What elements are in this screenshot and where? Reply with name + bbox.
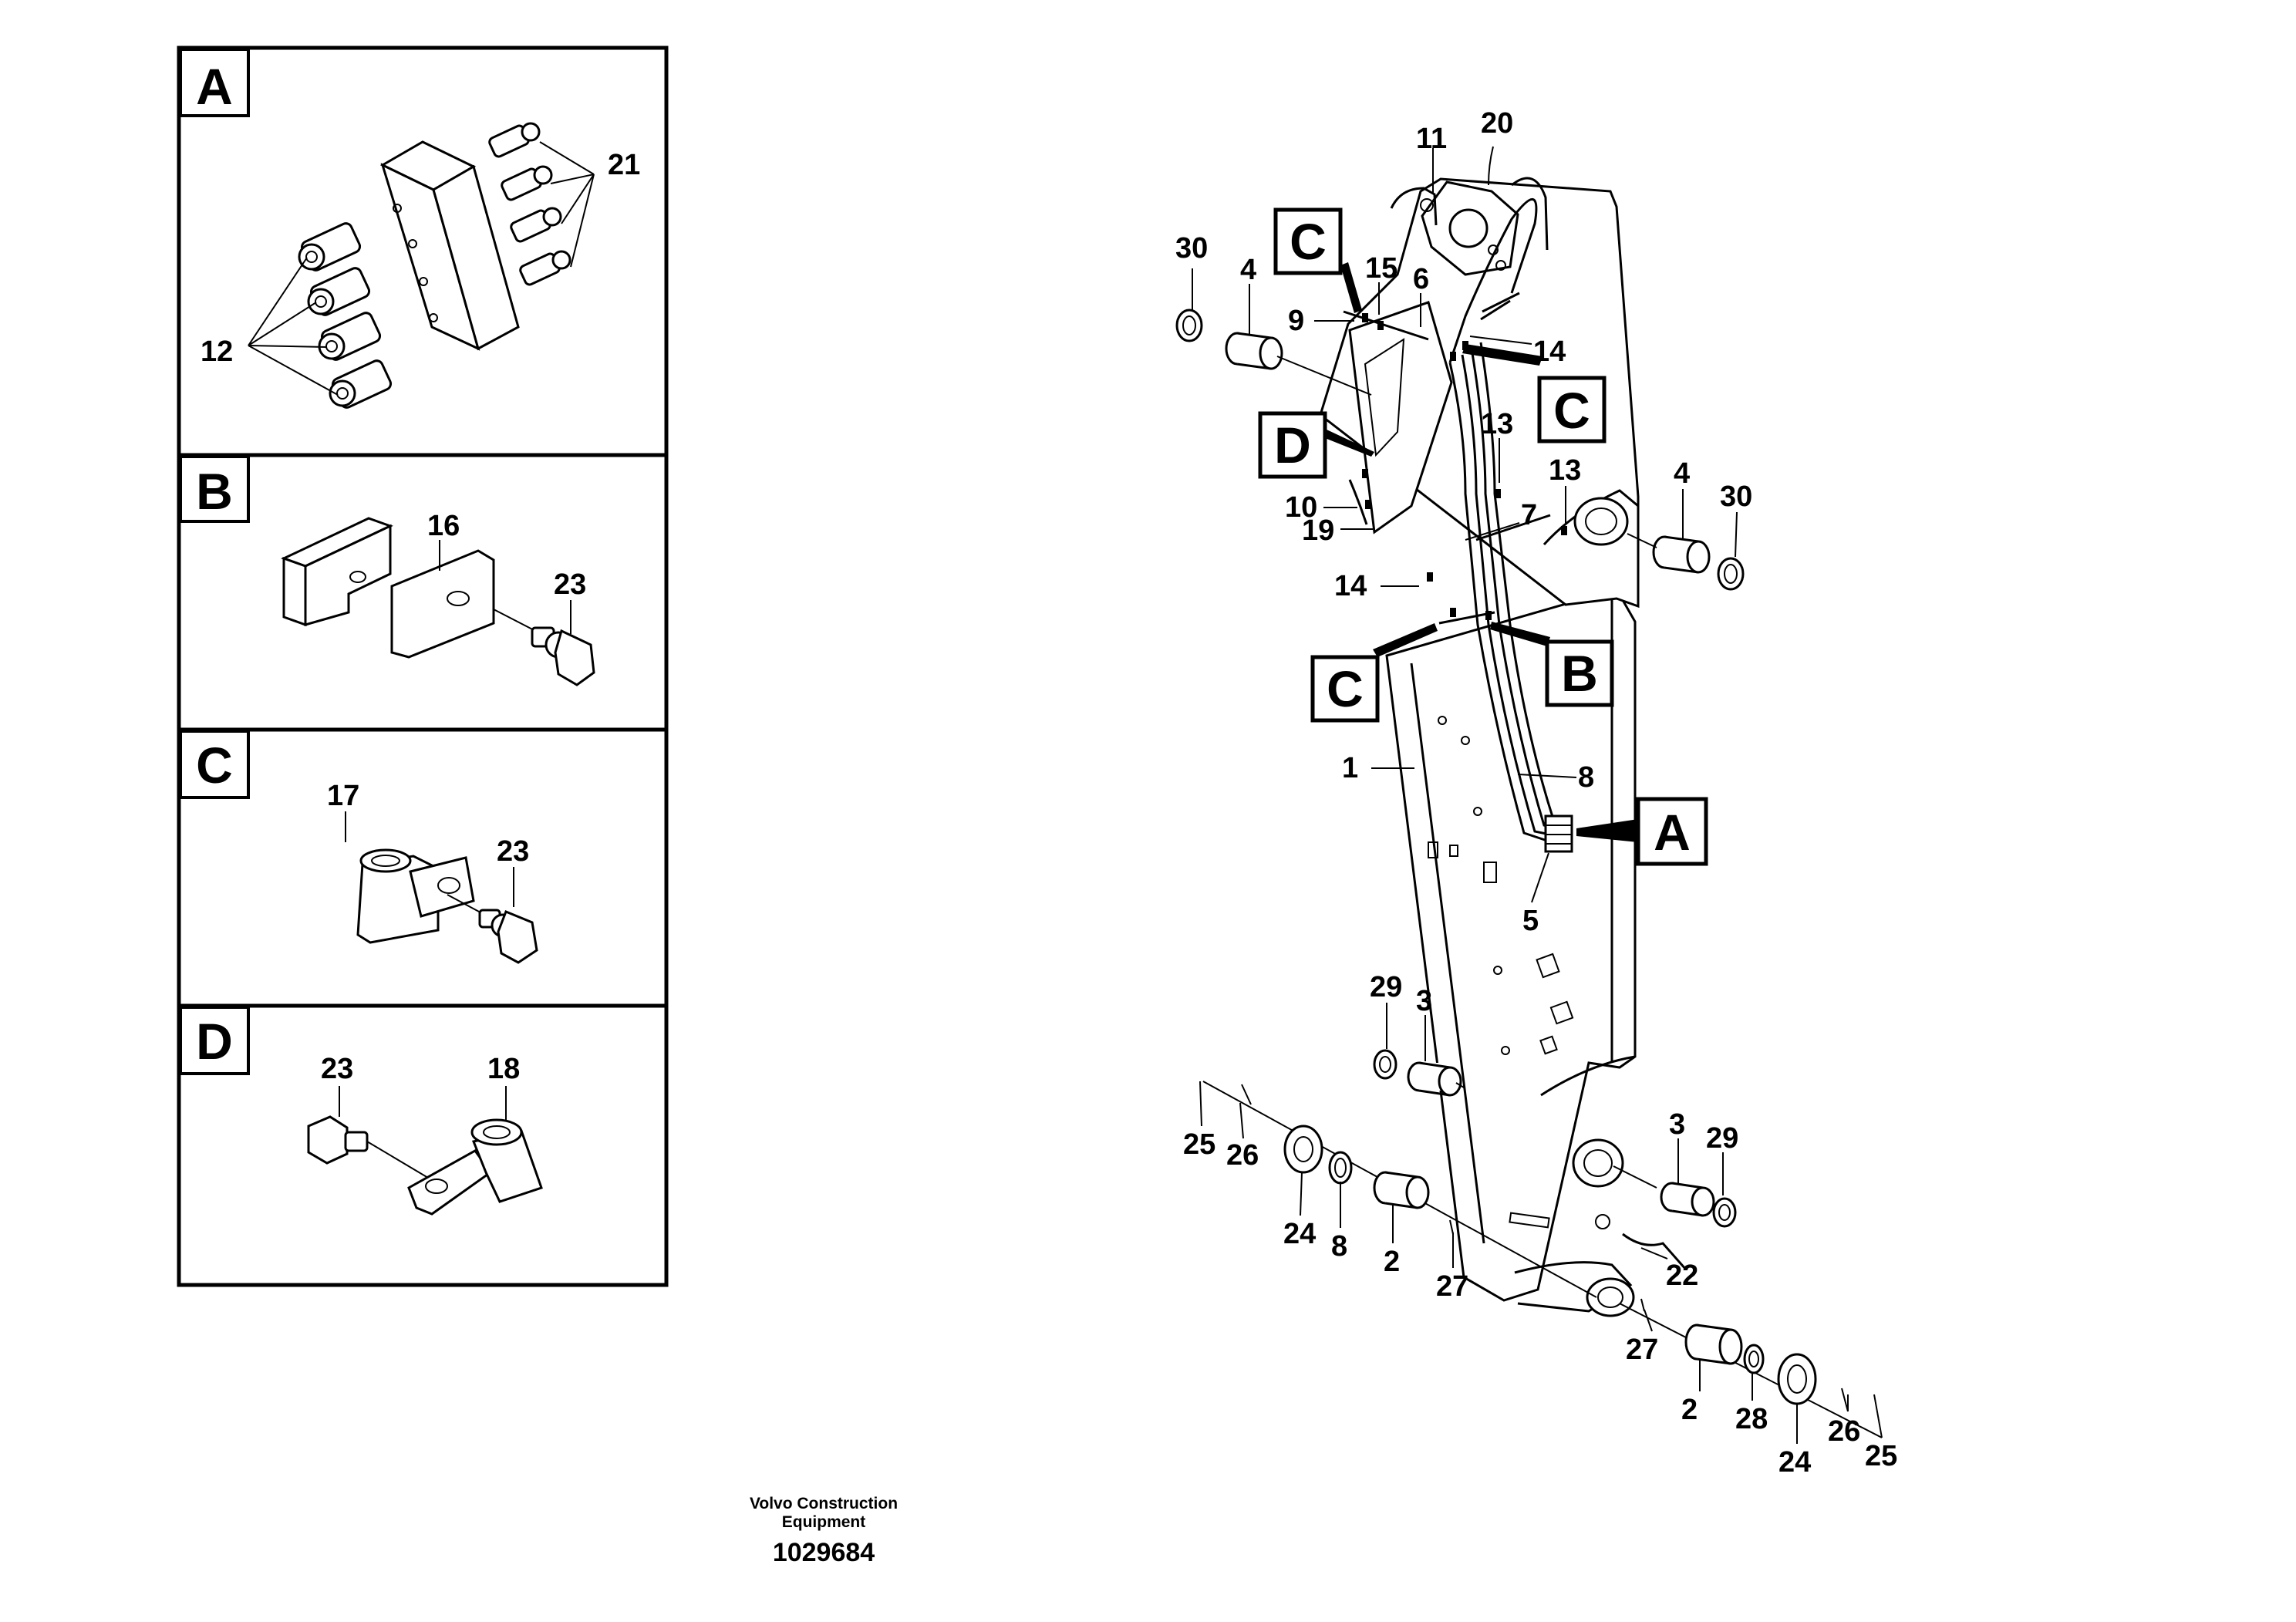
part-label-7: 7 (1521, 499, 1537, 531)
part-label-2: 2 (1384, 1246, 1400, 1278)
part-label-14-b: 14 (1334, 570, 1367, 602)
callout-c-3: C (1327, 660, 1364, 717)
part-label-13-b: 13 (1549, 454, 1581, 487)
label-18: 18 (487, 1053, 520, 1085)
bushing-2-left (1373, 1171, 1430, 1209)
clamp-plate-16 (390, 549, 495, 659)
part-label-11: 11 (1416, 123, 1447, 155)
ring-8-left (1328, 1151, 1353, 1185)
ring-28 (1743, 1344, 1765, 1374)
panel-a: A (179, 48, 640, 409)
washer-30-left (1175, 309, 1203, 342)
part-label-25-b: 25 (1865, 1440, 1897, 1472)
hose-fittings-12 (298, 222, 393, 409)
part-label-4-b: 4 (1674, 457, 1690, 490)
callout-c-1: C (1290, 213, 1327, 270)
washer-29-right (1712, 1197, 1737, 1228)
nipples-21 (488, 122, 571, 286)
part-label-30-b: 30 (1720, 481, 1752, 513)
clamp-marks (1362, 313, 1567, 620)
label-12: 12 (201, 336, 233, 368)
label-23-c: 23 (497, 835, 529, 868)
part-label-20: 20 (1481, 107, 1513, 140)
part-label-27: 27 (1436, 1270, 1468, 1303)
clip-18 (407, 1118, 543, 1216)
part-label-26-b: 26 (1828, 1415, 1860, 1448)
part-label-30: 30 (1175, 232, 1208, 265)
bushing-4-left (1225, 332, 1283, 370)
part-label-14: 14 (1533, 336, 1566, 368)
label-16: 16 (427, 510, 460, 542)
part-label-4: 4 (1240, 254, 1256, 286)
bolt-23c (447, 894, 538, 964)
callout-boxes: C C D C B A (1258, 207, 1708, 866)
callout-d: D (1274, 416, 1311, 474)
part-label-15: 15 (1365, 252, 1397, 285)
part-label-27-b: 27 (1626, 1334, 1658, 1366)
loose-parts (1175, 309, 1883, 1438)
bushing-3-right (1660, 1182, 1715, 1217)
part-label-28: 28 (1735, 1403, 1768, 1435)
panel-c: C 17 23 (179, 730, 538, 964)
part-label-19: 19 (1302, 514, 1334, 547)
clamp-block (281, 517, 393, 627)
part-label-13: 13 (1481, 408, 1513, 440)
part-label-26: 26 (1226, 1139, 1259, 1172)
part-label-8-b: 8 (1331, 1230, 1347, 1263)
callout-c-2: C (1553, 382, 1590, 439)
leaders (1192, 146, 1849, 1444)
label-23-b: 23 (554, 568, 586, 601)
part-label-22: 22 (1666, 1259, 1698, 1292)
panel-c-letter: C (196, 737, 233, 794)
panel-d-letter: D (196, 1013, 233, 1070)
label-17: 17 (327, 780, 359, 812)
front-boss (1509, 1055, 1636, 1317)
arm-assembly (1319, 177, 1640, 1317)
part-label-2-b: 2 (1681, 1394, 1698, 1426)
spacer-24-left (1283, 1125, 1323, 1174)
callout-a: A (1654, 804, 1691, 861)
label-23-d: 23 (321, 1053, 353, 1085)
panel-a-leaders (248, 141, 595, 396)
bushing-2-right (1684, 1324, 1743, 1365)
part-label-3-b: 3 (1669, 1108, 1685, 1141)
part-label-29: 29 (1370, 971, 1402, 1003)
drawing-id: 1029684 (773, 1538, 875, 1567)
rear-boss (1542, 489, 1639, 546)
callout-b: B (1561, 645, 1598, 702)
clip-17 (356, 848, 475, 944)
part-label-10: 10 (1285, 491, 1317, 524)
bushing-3-left (1407, 1061, 1462, 1097)
part-label-6: 6 (1413, 263, 1429, 295)
part-label-3: 3 (1416, 985, 1432, 1017)
washer-29-left (1373, 1049, 1397, 1080)
part-label-1: 1 (1342, 752, 1358, 784)
bolt-23d (307, 1115, 433, 1181)
bushing-4-right (1652, 535, 1711, 574)
part-labels: 11 20 30 4 15 6 9 14 13 13 4 30 10 19 7 … (1175, 107, 1897, 1479)
panel-d: D 23 18 (179, 1006, 543, 1216)
part-label-24-b: 24 (1778, 1446, 1811, 1479)
part-label-8: 8 (1578, 761, 1594, 794)
arm-details (1428, 716, 1574, 1055)
footer: Volvo Construction Equipment 1029684 (750, 1495, 898, 1567)
part-label-5: 5 (1522, 905, 1539, 937)
label-21: 21 (608, 149, 640, 181)
footer-line-2: Equipment (782, 1513, 866, 1531)
panel-b: B 16 23 (179, 455, 595, 686)
part-label-25: 25 (1183, 1128, 1215, 1161)
washer-30-right (1717, 557, 1745, 591)
panel-a-letter: A (196, 58, 233, 115)
manifold-block (379, 140, 520, 351)
footer-line-1: Volvo Construction (750, 1495, 898, 1512)
part-label-29-b: 29 (1706, 1122, 1738, 1155)
part-label-24: 24 (1283, 1218, 1316, 1250)
panel-b-letter: B (196, 463, 233, 520)
bolt-23b (493, 609, 595, 686)
part-label-9: 9 (1288, 305, 1304, 337)
spacer-24-right (1777, 1353, 1817, 1405)
